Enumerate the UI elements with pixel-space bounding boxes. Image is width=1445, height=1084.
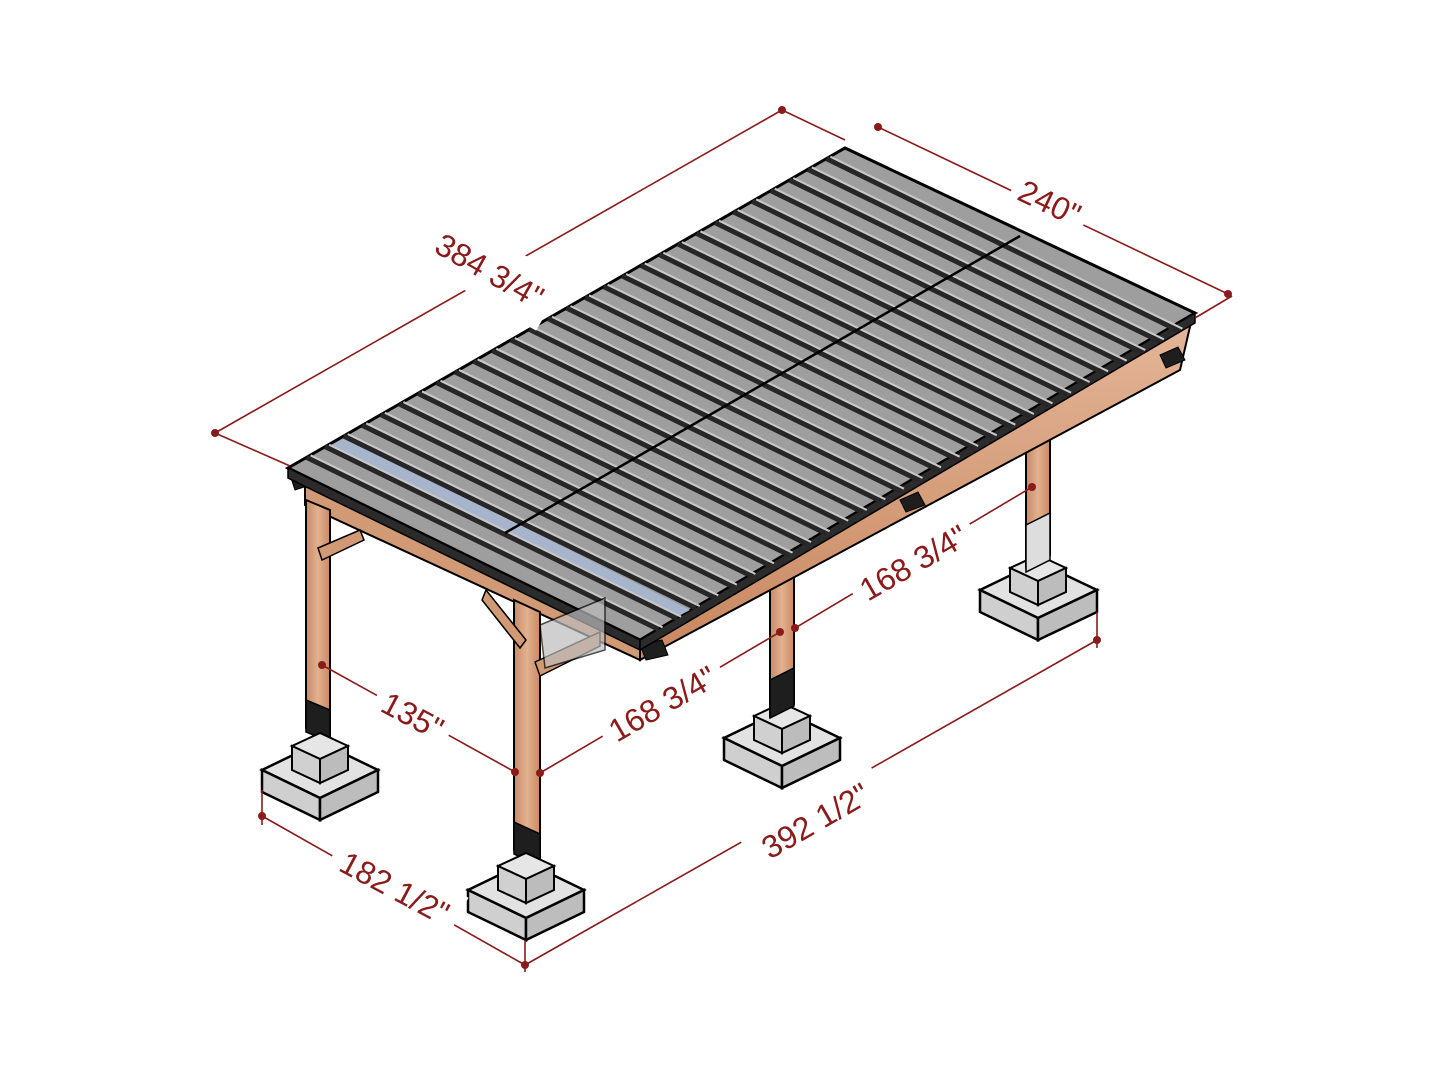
roof-rib [342, 433, 697, 611]
roof-rib-highlight [588, 294, 942, 469]
roof-rib [379, 412, 734, 589]
roof-rib-highlight [495, 347, 849, 522]
roof-rib-highlight [477, 358, 831, 533]
front-left-footing [259, 731, 381, 822]
roof-rib [713, 220, 1069, 397]
roof-rib-highlight [347, 433, 701, 607]
roof-rib-highlight [570, 305, 923, 479]
back-center-footing [721, 701, 843, 790]
roof [284, 146, 1199, 652]
dimension-ticks [211, 106, 1232, 969]
roof-rib-highlight [644, 262, 998, 437]
roof-rib [491, 348, 846, 525]
back-right-post [1025, 416, 1051, 574]
roof-rib [825, 156, 1180, 333]
roof-rib [695, 231, 1050, 408]
roof-rib-highlight [440, 379, 793, 554]
roof-rib [751, 199, 1106, 376]
roof-rib-highlight [662, 251, 1016, 426]
roof-rib [472, 359, 827, 536]
roof-rib [806, 167, 1161, 344]
roof-rib [435, 380, 790, 557]
roof-rib [416, 391, 772, 568]
roof-rib [398, 401, 753, 579]
roof-rib-highlight [365, 422, 719, 597]
roof-rib [658, 252, 1013, 429]
front-right-footing [465, 851, 587, 942]
roof-rib-highlight [384, 411, 738, 586]
roof-rib [769, 188, 1124, 365]
roof-rib [324, 444, 679, 621]
roof-rib-highlight [607, 283, 961, 458]
back-center-post [769, 561, 795, 720]
roof-rib [565, 305, 920, 483]
front-right-post [481, 588, 606, 868]
roof-rib-highlight [625, 273, 979, 447]
roof-rib-highlight [458, 369, 812, 543]
roof-rib-highlight [681, 241, 1035, 415]
roof-rib-highlight [328, 443, 682, 618]
roof-rib [528, 327, 883, 504]
roof-rib [788, 177, 1143, 355]
roof-rib [509, 337, 864, 515]
roof-rib [583, 295, 939, 472]
roof-rib [732, 209, 1087, 387]
roof-rib-highlight [514, 337, 868, 511]
roof-rib-highlight [551, 315, 905, 490]
roof-rib-highlight [532, 326, 886, 501]
roof-rib [639, 263, 994, 440]
roof-rib [454, 369, 809, 547]
roof-rib-highlight [421, 390, 775, 565]
roof-rib [361, 423, 716, 600]
front-left-post [305, 498, 365, 744]
back-right-footing [977, 553, 1100, 642]
roof-rib [621, 273, 976, 451]
roof-rib-highlight [402, 401, 756, 575]
roof-rib [602, 284, 957, 461]
roof-rib [546, 316, 902, 493]
roof-rib [676, 241, 1031, 419]
